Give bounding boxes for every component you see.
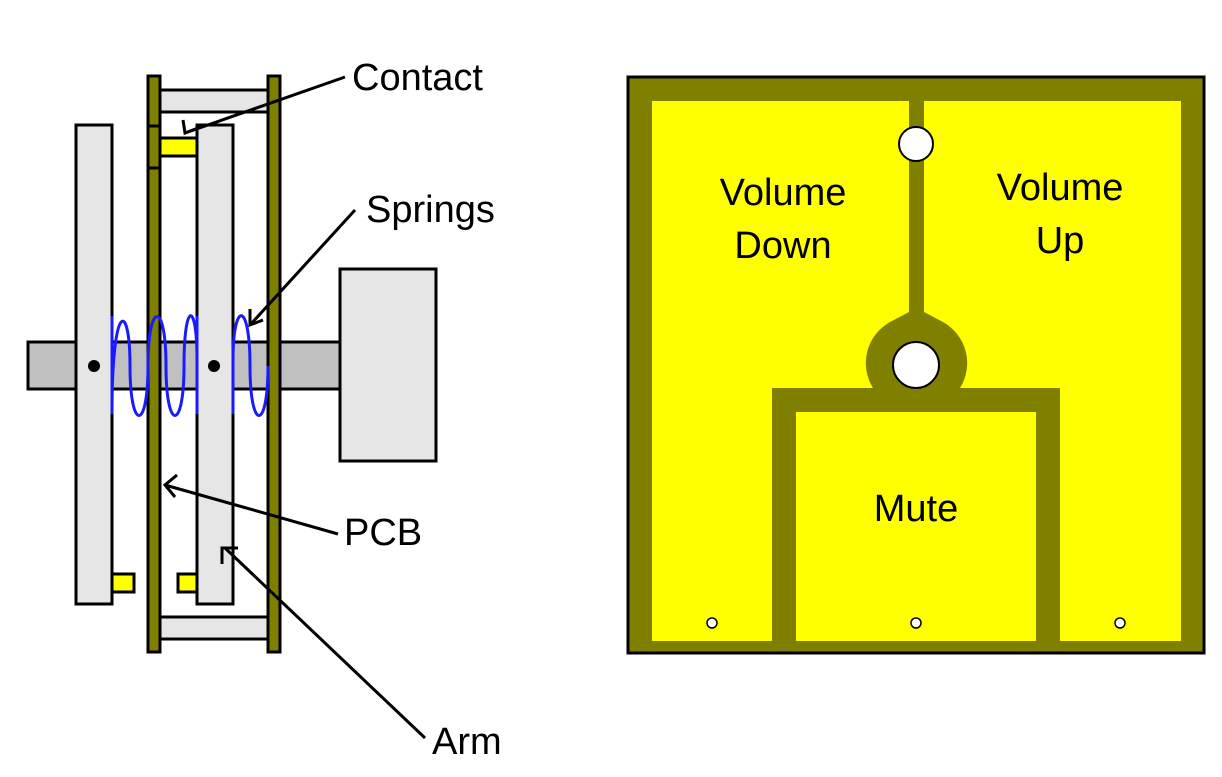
bottom-pad-right bbox=[176, 572, 199, 594]
springs-leader bbox=[248, 208, 357, 327]
side-view: Contact Springs PCB Arm bbox=[26, 57, 502, 763]
pcb-arrow-icon bbox=[162, 473, 178, 498]
spring-right bbox=[231, 314, 270, 417]
pad-volume-down bbox=[652, 101, 909, 641]
top-hole bbox=[898, 126, 934, 162]
frame-board-right bbox=[266, 74, 282, 654]
arm-arrow-icon bbox=[220, 546, 238, 564]
via-hole-center bbox=[910, 617, 922, 629]
pivot-dot-arm bbox=[208, 360, 220, 372]
bottom-pad-left bbox=[110, 572, 136, 594]
pcb-view: Volume Down Volume Up Mute bbox=[626, 75, 1206, 655]
spring-left bbox=[110, 314, 199, 417]
pad-mute bbox=[796, 412, 1036, 641]
pad-volume-up bbox=[924, 101, 1181, 641]
frame-bar-bottom bbox=[157, 615, 273, 641]
label-volume-up-line2: Up bbox=[1036, 220, 1085, 262]
pivot-dot-left bbox=[88, 360, 100, 372]
contact-leader bbox=[184, 75, 346, 135]
springs-arrow-icon bbox=[248, 309, 264, 328]
label-springs: Springs bbox=[366, 189, 495, 231]
label-mute: Mute bbox=[874, 488, 958, 530]
arm-leader bbox=[223, 546, 427, 740]
label-volume-down-line2: Down bbox=[734, 225, 831, 267]
label-volume-up-line1: Volume bbox=[997, 167, 1124, 209]
via-hole-left bbox=[706, 617, 718, 629]
knob bbox=[338, 267, 438, 463]
pcb-leader bbox=[164, 483, 339, 536]
via-hole-right bbox=[1114, 617, 1126, 629]
label-arm: Arm bbox=[432, 721, 502, 763]
contact-arrow-icon bbox=[181, 119, 199, 136]
label-volume-down-line1: Volume bbox=[720, 172, 847, 214]
contact-pad bbox=[158, 136, 199, 158]
pcb-contact-stub bbox=[146, 124, 162, 170]
label-pcb: PCB bbox=[344, 512, 422, 554]
center-hole bbox=[892, 341, 940, 389]
label-contact: Contact bbox=[352, 57, 483, 99]
